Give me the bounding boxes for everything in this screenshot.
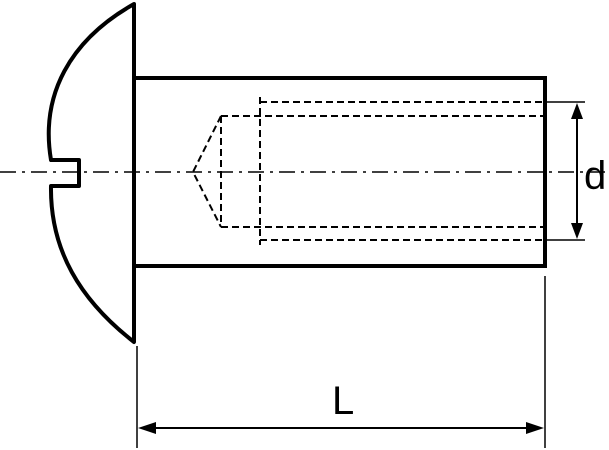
diameter-dimension — [545, 101, 585, 241]
dome-head-outline — [46, 2, 136, 344]
diameter-label: d — [584, 154, 606, 198]
hidden-thread-outer — [259, 97, 545, 245]
hidden-bore — [191, 115, 545, 228]
length-dimension — [136, 276, 546, 448]
length-label: L — [332, 379, 354, 423]
